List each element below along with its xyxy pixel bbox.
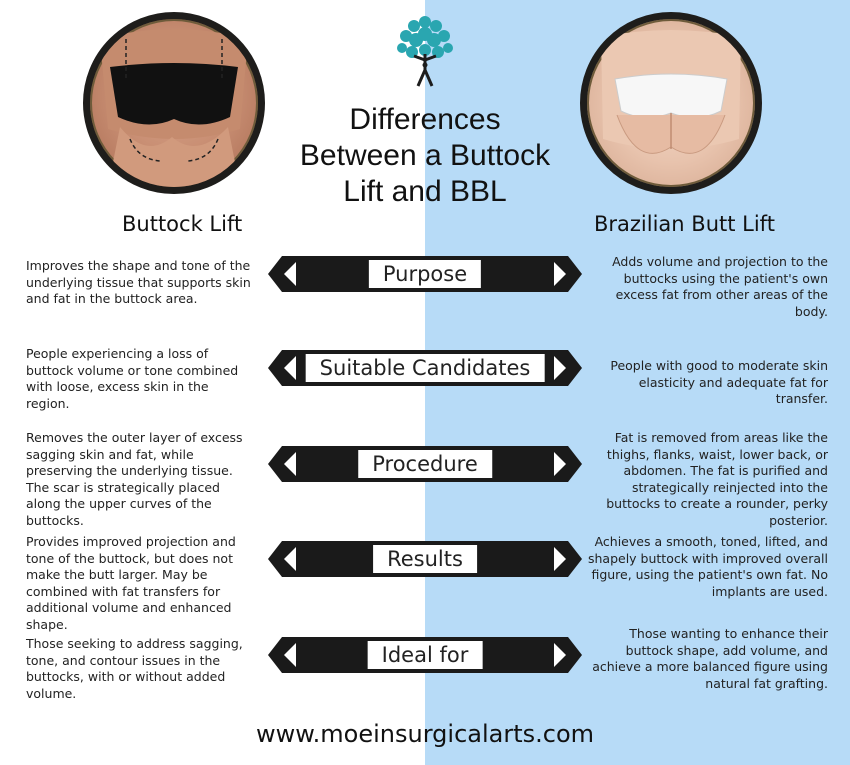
column-heading-bbl: Brazilian Butt Lift <box>594 212 775 236</box>
buttock-lift-purpose: Improves the shape and tone of the under… <box>26 258 251 306</box>
page-title: Differences Between a Buttock Lift and B… <box>270 102 580 210</box>
row-label-text: Procedure <box>358 450 492 478</box>
bbl-ideal-for: Those wanting to enhance their buttock s… <box>592 626 828 691</box>
chevron-left-arrow-icon <box>268 541 306 577</box>
row-label-purpose: Purpose <box>268 256 582 292</box>
row-label-text: Suitable Candidates <box>305 354 545 382</box>
row-label-text: Ideal for <box>367 641 483 669</box>
chevron-left-arrow-icon <box>268 637 306 673</box>
buttock-lift-candidates: People experiencing a loss of buttock vo… <box>26 346 239 411</box>
chevron-left-arrow-icon <box>268 446 306 482</box>
row-label-text: Results <box>373 545 477 573</box>
title-line-1: Differences <box>349 103 501 136</box>
buttock-lift-ideal-for: Those seeking to address sagging, tone, … <box>26 636 243 701</box>
column-heading-buttock-lift: Buttock Lift <box>122 212 243 236</box>
buttock-lift-results: Provides improved projection and tone of… <box>26 534 236 632</box>
row-label-results: Results <box>268 541 582 577</box>
buttock-lift-photo <box>83 12 265 194</box>
row-label-suitable-candidates: Suitable Candidates <box>268 350 582 386</box>
website-url: www.moeinsurgicalarts.com <box>255 720 595 748</box>
bbl-procedure: Fat is removed from areas like the thigh… <box>606 430 828 528</box>
chevron-right-arrow-icon <box>544 541 582 577</box>
row-label-text: Purpose <box>368 260 482 288</box>
row-label-procedure: Procedure <box>268 446 582 482</box>
chevron-left-arrow-icon <box>268 256 306 292</box>
row-label-ideal-for: Ideal for <box>268 637 582 673</box>
buttock-lift-procedure: Removes the outer layer of excess saggin… <box>26 430 243 528</box>
title-line-3: Lift and BBL <box>343 175 507 208</box>
chevron-right-arrow-icon <box>544 637 582 673</box>
bbl-candidates: People with good to moderate skin elasti… <box>610 358 828 406</box>
chevron-right-arrow-icon <box>544 256 582 292</box>
bbl-results: Achieves a smooth, toned, lifted, and sh… <box>587 534 828 599</box>
chevron-right-arrow-icon <box>544 446 582 482</box>
tree-figure-logo-icon <box>392 10 458 94</box>
title-line-2: Between a Buttock <box>299 139 551 172</box>
chevron-left-arrow-icon <box>268 350 306 386</box>
brazilian-butt-lift-photo <box>580 12 762 194</box>
chevron-right-arrow-icon <box>544 350 582 386</box>
bbl-purpose: Adds volume and projection to the buttoc… <box>612 254 828 319</box>
